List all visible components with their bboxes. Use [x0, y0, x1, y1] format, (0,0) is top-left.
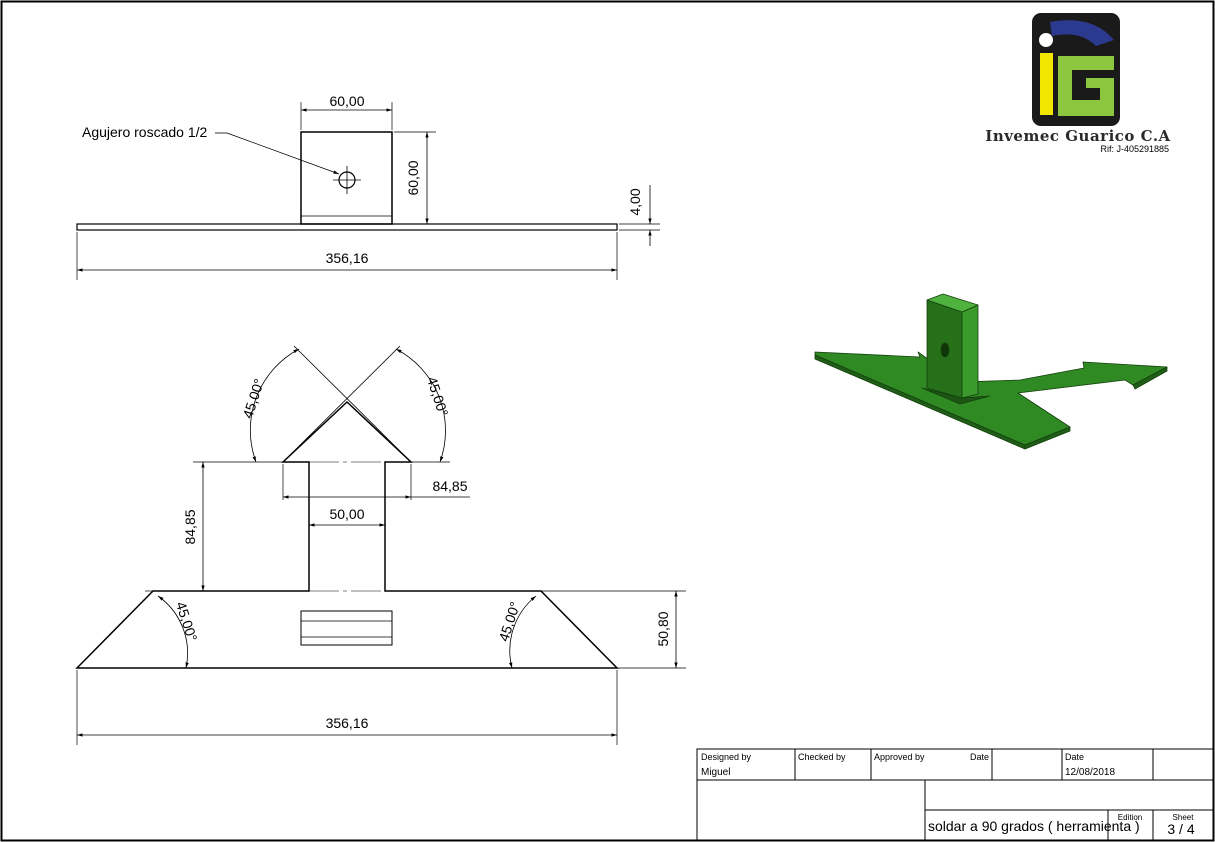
title-block — [696, 748, 1214, 841]
angle-bottom-right: 45,00° — [495, 600, 523, 644]
dim-side-total-length: 356,16 — [326, 250, 369, 266]
iso-hole — [940, 342, 950, 358]
drawing-title: soldar a 90 grados ( herramienta ) — [928, 818, 1140, 834]
date-label-2: Date — [1065, 752, 1084, 762]
dim-stem-width: 50,00 — [329, 506, 364, 522]
side-view — [76, 102, 660, 280]
dim-plan-total-length: 356,16 — [326, 715, 369, 731]
sheet-value: 3 / 4 — [1167, 821, 1194, 837]
side-view-plate — [76, 223, 618, 231]
dim-block-height: 60,00 — [405, 160, 421, 195]
company-logo — [1032, 13, 1120, 126]
dim-arrow-width: 84,85 — [432, 478, 467, 494]
edition-label: Edition — [1118, 813, 1142, 822]
dim-block-width: 60,00 — [329, 93, 364, 109]
plan-view-outline — [75, 400, 619, 669]
angle-top-right: 45,00° — [424, 375, 452, 419]
iso-block-side — [961, 304, 979, 399]
sheet-label: Sheet — [1173, 813, 1195, 822]
company-rif: Rif: J-405291885 — [1100, 144, 1169, 154]
iso-model — [814, 293, 1168, 450]
designed-by-label: Designed by — [701, 752, 752, 762]
designed-by-value: Miguel — [701, 767, 730, 778]
side-view-block — [300, 131, 393, 225]
checked-by-label: Checked by — [798, 752, 846, 762]
date-label-1: Date — [970, 752, 989, 762]
plan-block — [300, 610, 393, 646]
approved-by-label: Approved by — [874, 752, 925, 762]
plan-view — [75, 345, 686, 745]
company-name: Invemec Guarico C.A — [985, 127, 1170, 145]
angle-top-left: 45,00° — [239, 377, 267, 421]
dim-base-height: 50,80 — [655, 611, 671, 646]
hole-callout: Agujero roscado 1/2 — [82, 124, 208, 140]
dim-stem-height: 84,85 — [182, 509, 198, 544]
angle-bottom-left: 45,00° — [173, 600, 201, 644]
iso-block-top — [926, 293, 979, 313]
dim-plate-thickness: 4,00 — [627, 188, 643, 215]
date-value: 12/08/2018 — [1065, 767, 1115, 778]
